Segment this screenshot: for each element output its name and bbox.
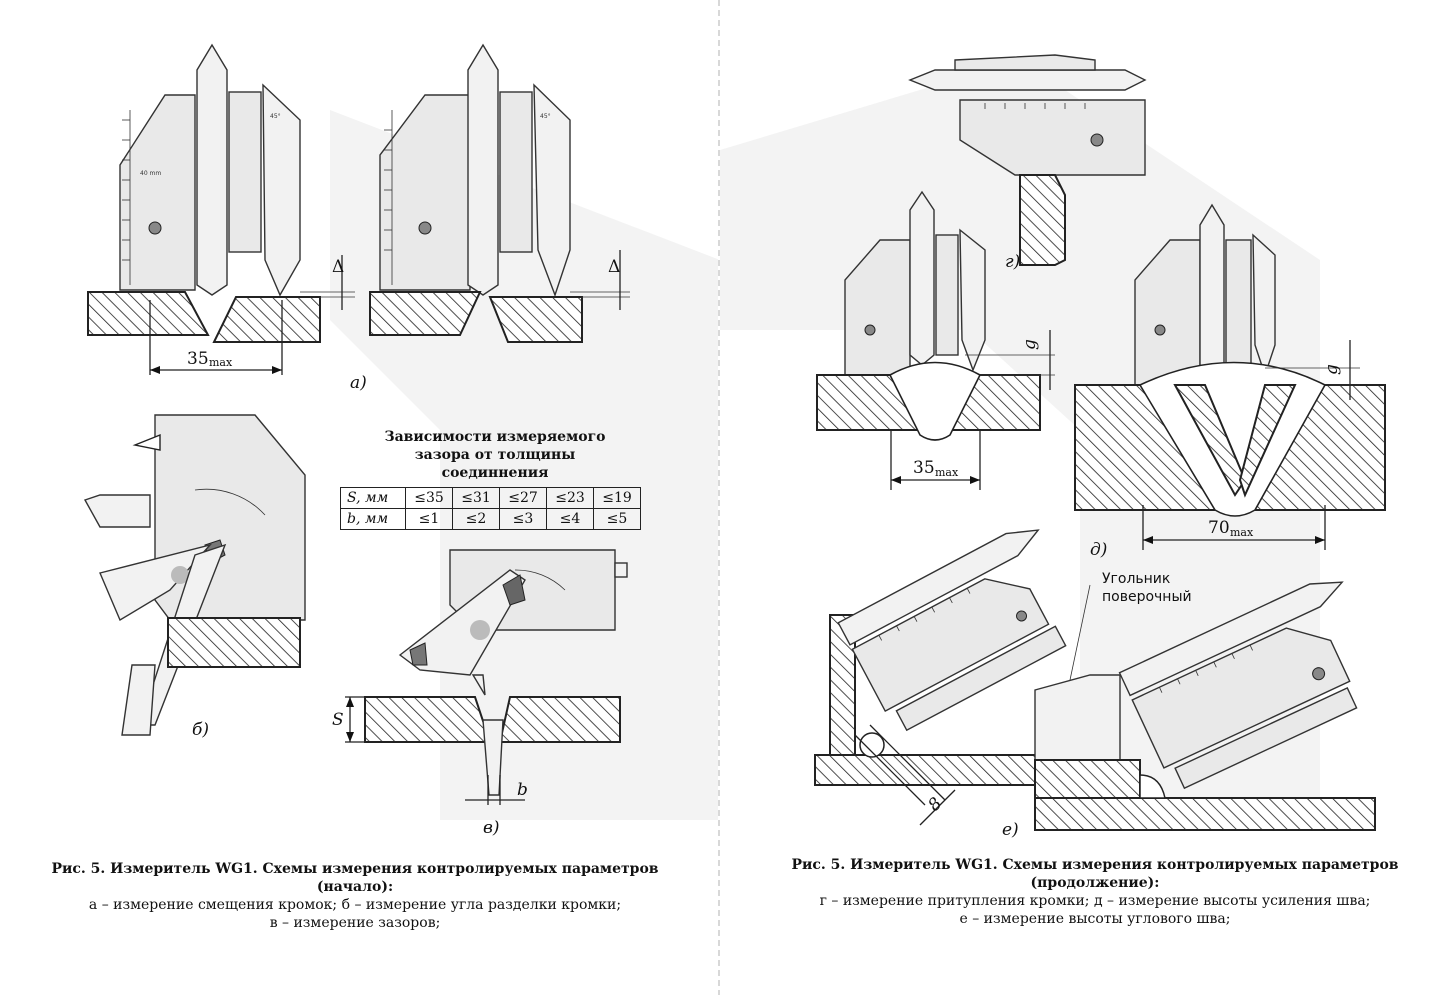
- plate-a2-right: [488, 296, 583, 343]
- table-cell: ≤23: [546, 487, 594, 509]
- gauge-a1: 45° 40 mm: [119, 43, 301, 297]
- dim-70-d: 70: [1208, 518, 1230, 538]
- figure-d-large: 70 max g: [1074, 203, 1386, 550]
- dim-g-d2: g: [1322, 364, 1342, 375]
- table-cell: ≤35: [405, 487, 453, 509]
- dim-max-a: max: [209, 356, 233, 369]
- fig-label-b: б): [192, 720, 209, 740]
- figure-e-left: 8: [814, 529, 1067, 826]
- table-cell: ≤27: [499, 487, 547, 509]
- gauge-d2-body: [1134, 239, 1201, 386]
- caption-right-title: Рис. 5. Измеритель WG1. Схемы измерения …: [791, 857, 1399, 891]
- figure-d-small: 35 max g: [816, 190, 1055, 490]
- gauge-b-pointer: [99, 543, 213, 622]
- gauge-g-body: [959, 99, 1146, 176]
- svg-text:45°: 45°: [540, 113, 551, 120]
- dim-max-d2: max: [1230, 526, 1254, 539]
- plate-a1-left: [87, 291, 210, 336]
- fig-label-e: е): [1002, 820, 1019, 840]
- table-cell: ≤2: [452, 508, 500, 530]
- plate-b: [167, 617, 301, 668]
- plate-e2-vertical: [1034, 759, 1141, 799]
- figure-g: г): [908, 54, 1147, 272]
- table-title: Зависимости измеряемого зазора от толщин…: [384, 429, 606, 481]
- gauge-e1-body: [851, 578, 1050, 713]
- plate-v-right: [498, 696, 621, 743]
- figure-v: S b в): [332, 549, 628, 838]
- caption-right: Рис. 5. Измеритель WG1. Схемы измерения …: [780, 856, 1410, 928]
- caption-left-line2: в – измерение зазоров;: [269, 915, 441, 931]
- figure-b: б): [83, 414, 306, 740]
- caption-right-line2: е – измерение высоты углового шва;: [959, 911, 1231, 927]
- dim-b: b: [517, 780, 528, 800]
- gauge-a2: 45°: [379, 43, 571, 298]
- dim-max-d1: max: [935, 466, 959, 479]
- fig-label-v: в): [483, 818, 500, 838]
- table-head-s: S, мм: [340, 487, 406, 509]
- dim-35-a: 35: [187, 349, 209, 369]
- caption-left-title: Рис. 5. Измеритель WG1. Схемы измерения …: [51, 861, 659, 895]
- gauge-g-blade: [908, 69, 1147, 91]
- gauge-b-body: [154, 414, 306, 621]
- svg-text:40 mm: 40 mm: [140, 170, 161, 177]
- fig-label-d: д): [1090, 540, 1107, 560]
- table-cell: ≤1: [405, 508, 453, 530]
- figure-a: 45° 40 mm 45° 35: [87, 43, 630, 393]
- gauge-d1-body: [844, 239, 911, 376]
- callout-try-square: Угольник поверочный: [1102, 570, 1192, 606]
- plate-e2-base: [1034, 797, 1376, 831]
- try-square: [1034, 674, 1121, 761]
- dim-8: 8: [924, 794, 946, 816]
- table-cell: ≤4: [546, 508, 594, 530]
- table-cell: ≤19: [593, 487, 641, 509]
- delta-a2: Δ: [608, 257, 620, 277]
- callout-line2: поверочный: [1102, 589, 1192, 605]
- right-page: г) 35 max g: [720, 0, 1440, 995]
- plate-a2-left: [369, 291, 482, 336]
- table-row: b, мм ≤1 ≤2 ≤3 ≤4 ≤5: [340, 508, 641, 530]
- table-head-b: b, мм: [340, 508, 406, 530]
- caption-left-line1: а – измерение смещения кромок; б – измер…: [88, 897, 622, 913]
- dim-s: S: [332, 710, 344, 730]
- callout-line1: Угольник: [1102, 571, 1171, 587]
- dim-35-d: 35: [913, 458, 935, 478]
- plate-e1-base: [814, 754, 1051, 786]
- table-cell: ≤3: [499, 508, 547, 530]
- table-cell: ≤31: [452, 487, 500, 509]
- gauge-e2-body: [1131, 627, 1351, 769]
- plate-a1-right: [212, 296, 321, 343]
- dim-g-d1: g: [1020, 339, 1040, 350]
- caption-left: Рис. 5. Измеритель WG1. Схемы измерения …: [45, 860, 665, 932]
- plate-v-left: [364, 696, 492, 743]
- delta-a1: Δ: [332, 257, 344, 277]
- table-cell: ≤5: [593, 508, 641, 530]
- fig-label-g: г): [1005, 252, 1020, 272]
- figure-e-right: е): [1002, 581, 1376, 840]
- gap-thickness-table: S, мм ≤35 ≤31 ≤27 ≤23 ≤19 b, мм ≤1 ≤2 ≤3…: [340, 487, 641, 530]
- caption-right-line1: г – измерение притупления кромки; д – из…: [819, 893, 1371, 909]
- gauge-v-pointer: [398, 569, 526, 676]
- table-row: S, мм ≤35 ≤31 ≤27 ≤23 ≤19: [340, 487, 641, 509]
- svg-text:45°: 45°: [270, 113, 281, 120]
- fig-label-a: а): [350, 373, 367, 393]
- fig-label-d-wrap: д): [1090, 540, 1107, 560]
- plate-g: [1019, 174, 1066, 266]
- left-page: 45° 40 mm 45° 35: [45, 43, 720, 932]
